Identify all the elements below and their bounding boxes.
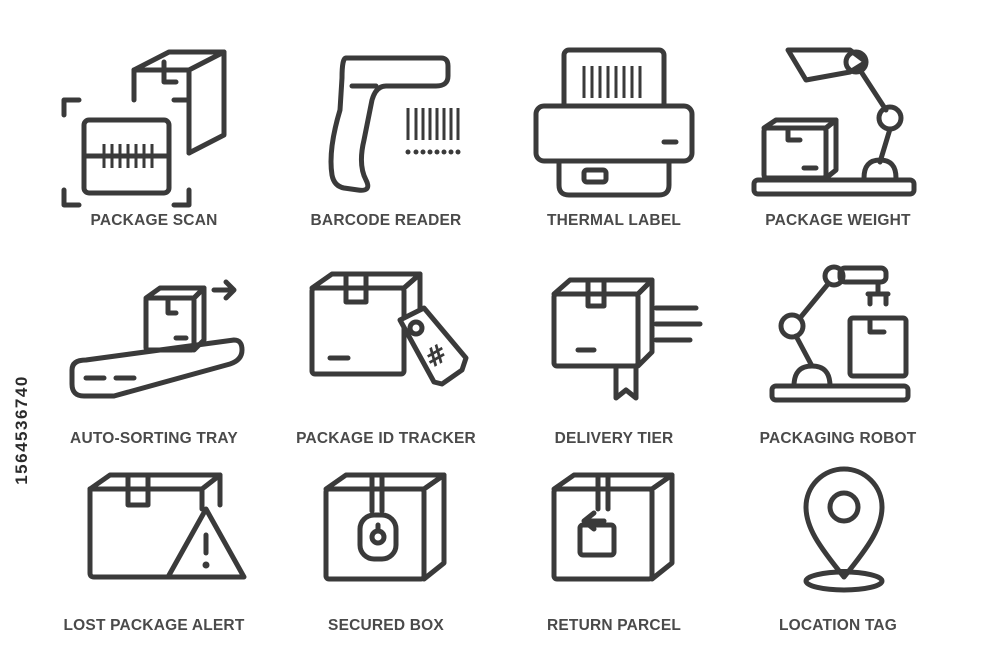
icon-cell-packaging-robot: PACKAGING ROBOT [718, 258, 958, 458]
icon-label: SECURED BOX [328, 617, 444, 634]
return-box-icon [551, 472, 675, 582]
package-warning-icon [87, 472, 247, 580]
icon-cell-package-scan: PACKAGE SCAN [34, 40, 274, 240]
icon-cell-secured-box: SECURED BOX [266, 445, 506, 645]
icon-label: THERMAL LABEL [546, 212, 682, 229]
barcode-reader-icon [328, 55, 461, 193]
icon-cell-return-parcel: RETURN PARCEL [494, 445, 734, 645]
icon-label: AUTO-SORTING TRAY [70, 430, 238, 447]
icon-cell-lost-package-alert: LOST PACKAGE ALERT [34, 445, 274, 645]
scan-barcode-lines [102, 144, 154, 168]
icon-cell-barcode-reader: BARCODE READER [266, 40, 506, 240]
icon-label: RETURN PARCEL [546, 617, 682, 634]
fast-delivery-icon [551, 277, 703, 401]
conveyor-icon [69, 279, 245, 399]
package-scan-icon [61, 49, 227, 208]
package-weight-icon [751, 47, 917, 197]
icon-cell-delivery-tier: DELIVERY TIER [494, 258, 734, 458]
label-barcode-lines [582, 66, 642, 98]
icon-label: LOST PACKAGE ALERT [63, 617, 245, 634]
icon-cell-location-tag: LOCATION TAG [718, 445, 958, 645]
icon-cell-package-id-tracker: # PACKAGE ID TRACKER [266, 258, 506, 458]
icon-label: PACKAGING ROBOT [759, 430, 917, 447]
stock-id-watermark: 1564536740 [12, 375, 31, 485]
icon-label: LOCATION TAG [778, 617, 898, 634]
icon-label: PACKAGE SCAN [90, 212, 218, 229]
icon-label: PACKAGE ID TRACKER [296, 430, 476, 447]
icon-label: DELIVERY TIER [554, 430, 674, 447]
robot-arm-icon [769, 264, 911, 403]
icon-cell-package-weight: PACKAGE WEIGHT [718, 40, 958, 240]
icon-label: PACKAGE WEIGHT [765, 212, 911, 229]
locked-box-icon [323, 472, 447, 582]
barcode-lines [406, 108, 460, 140]
icon-label: BARCODE READER [310, 212, 462, 229]
icon-cell-auto-sorting-tray: AUTO-SORTING TRAY [34, 258, 274, 458]
package-tag-icon: # [309, 271, 469, 387]
barcode-dots [405, 149, 461, 155]
icon-cell-thermal-label: THERMAL LABEL [494, 40, 734, 240]
thermal-printer-icon [533, 47, 695, 198]
map-pin-icon [803, 466, 885, 593]
